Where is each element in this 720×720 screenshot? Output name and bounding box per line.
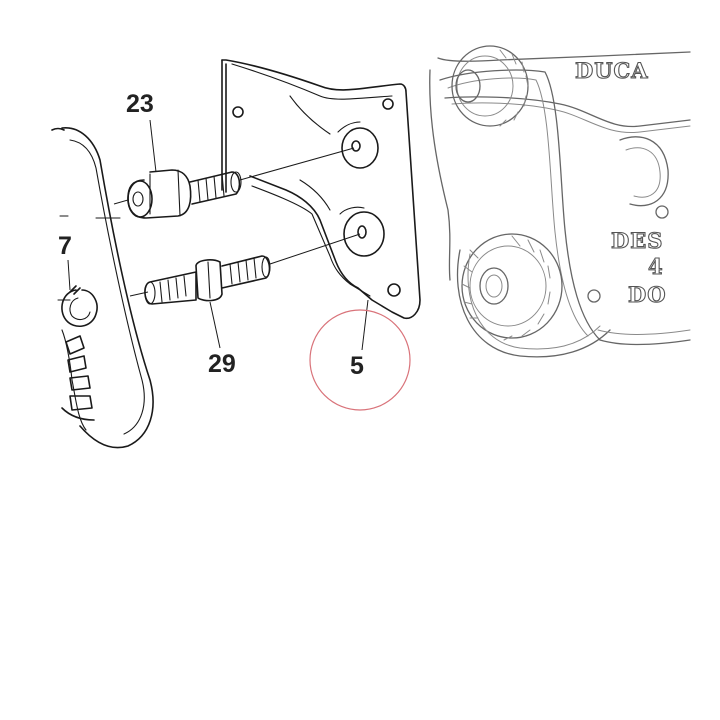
engine-cover-background: DUCA DES 4 DO xyxy=(429,45,691,358)
callout-23[interactable]: 23 xyxy=(126,90,154,118)
spacer-bolt-part xyxy=(127,169,242,219)
callout-5[interactable]: 5 xyxy=(309,309,411,411)
engraved-text-line2: DES xyxy=(611,228,663,253)
callout-label-23: 23 xyxy=(126,90,154,118)
leader-lines xyxy=(67,119,369,351)
double-stud-part xyxy=(144,255,271,305)
callout-label-5: 5 xyxy=(350,352,364,380)
cover-plate-part xyxy=(221,59,421,320)
upper-pulley xyxy=(451,45,529,127)
callout-label-7: 7 xyxy=(58,232,72,260)
callout-label-29: 29 xyxy=(208,350,236,378)
callout-29[interactable]: 29 xyxy=(208,350,236,378)
engraved-text-line1: DUCA xyxy=(575,58,649,83)
toothed-belt xyxy=(51,127,154,449)
circlip-ring xyxy=(61,285,98,327)
lower-pulley xyxy=(461,233,563,341)
assembly-axis-lines xyxy=(113,147,361,297)
callout-7[interactable]: 7 xyxy=(58,232,72,260)
highlight-circle xyxy=(309,309,411,411)
engraved-text-line4: DO xyxy=(628,282,667,307)
engraved-text-line3: 4 xyxy=(648,254,664,279)
